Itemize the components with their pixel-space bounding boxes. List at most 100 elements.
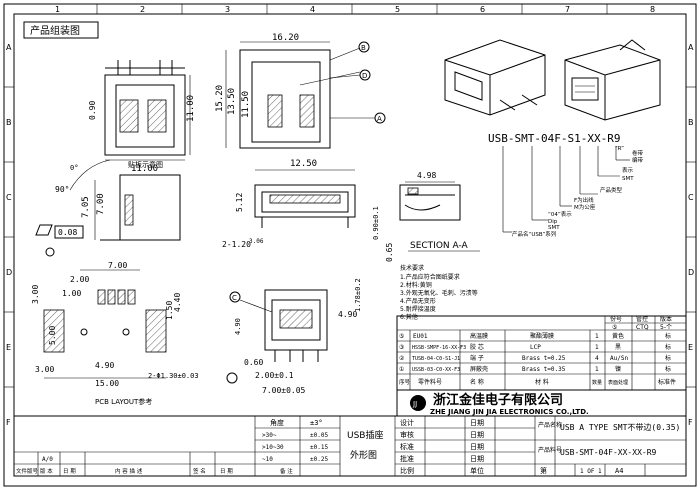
svg-text:4.产品无变形: 4.产品无变形 — [400, 297, 436, 305]
svg-text:Brass t=0.25: Brass t=0.25 — [522, 355, 566, 362]
svg-text:1.00: 1.00 — [62, 289, 81, 298]
svg-text:5.耐焊接温度: 5.耐焊接温度 — [400, 305, 436, 313]
svg-text:HSSB-SMPF-16-XX-F3: HSSB-SMPF-16-XX-F3 — [412, 345, 466, 351]
svg-text:F为出线: F为出线 — [574, 196, 594, 204]
inner-frame — [13, 13, 687, 477]
svg-text:C: C — [688, 193, 694, 202]
svg-text:产品料号: 产品料号 — [538, 446, 562, 454]
svg-text:B: B — [688, 118, 694, 127]
svg-text:设计: 设计 — [400, 418, 414, 427]
svg-text:编带: 编带 — [632, 156, 644, 164]
svg-text:>30~: >30~ — [262, 432, 277, 439]
svg-text:比例: 比例 — [400, 466, 414, 475]
side-view: 16.20 15.20 13.50 11.50 B D A — [215, 33, 386, 149]
svg-text:F: F — [688, 418, 693, 427]
svg-text:D: D — [688, 268, 694, 277]
svg-text:2-Φ1.30±0.03: 2-Φ1.30±0.03 — [148, 372, 199, 380]
svg-text:端 子: 端 子 — [470, 354, 484, 362]
svg-text:>10~30: >10~30 — [262, 444, 284, 451]
outer-frame — [3, 3, 697, 487]
svg-text:TUSB-04-C0-S1-J1: TUSB-04-C0-S1-J1 — [412, 356, 460, 362]
svg-text:PCB LAYOUT参考: PCB LAYOUT参考 — [95, 397, 152, 406]
title-block-text: 角度 ±3° >30~ ±0.05 >10~30 ±0.15 ~10 ±0.25… — [16, 418, 680, 475]
svg-text:产品类型: 产品类型 — [600, 186, 623, 194]
bottom-front-view: C 4.90 0.60 2.00±0.1 7.00±0.05 1.78±0.2 … — [226, 278, 362, 395]
svg-text:标准: 标准 — [400, 442, 414, 451]
svg-text:②: ② — [399, 355, 405, 362]
svg-text:标: 标 — [665, 343, 671, 351]
svg-text:~10: ~10 — [262, 456, 273, 463]
svg-text:产品名“USB”系列: 产品名“USB”系列 — [512, 230, 557, 238]
assembly-title-box — [23, 21, 99, 39]
title-block — [13, 415, 687, 477]
svg-text:1.78±0.2: 1.78±0.2 — [354, 278, 362, 312]
svg-text:11.00: 11.00 — [131, 164, 158, 174]
svg-text:2-1.20: 2-1.20 — [222, 240, 251, 249]
svg-text:技术要求: 技术要求 — [400, 264, 424, 272]
svg-text:2.00: 2.00 — [70, 275, 89, 284]
svg-text:±0.25: ±0.25 — [310, 456, 328, 463]
svg-text:份号: 份号 — [610, 315, 622, 323]
section-view: 4.98 SECTION A-A — [399, 171, 480, 252]
svg-text:黄色: 黄色 — [612, 332, 624, 340]
svg-text:7.00±0.05: 7.00±0.05 — [262, 386, 306, 395]
svg-text:USB-SMT-04F-XX-XX-R9: USB-SMT-04F-XX-XX-R9 — [560, 448, 657, 457]
svg-text:A: A — [688, 43, 694, 52]
bom-text: 份号 管控 版本 ⑤ CTQ 5-个 ⑤ EU01 高温膜 聚酯薄膜 1 黄色 … — [399, 315, 676, 386]
svg-text:15.20: 15.20 — [215, 85, 225, 112]
svg-text:高温膜: 高温膜 — [470, 332, 488, 340]
iso-view-1 — [444, 39, 546, 116]
svg-text:SMT: SMT — [548, 225, 560, 231]
svg-text:3.外观无氧化、毛刺、污渍等: 3.外观无氧化、毛刺、污渍等 — [400, 289, 478, 297]
svg-text:1: 1 — [595, 366, 599, 373]
svg-text:B: B — [361, 44, 366, 52]
svg-text:屏蔽壳: 屏蔽壳 — [470, 365, 488, 373]
code-leaders — [502, 146, 630, 233]
svg-text:⑤: ⑤ — [612, 324, 617, 331]
pcb-layout: 7.00 2.00 1.00 3.00 5.00 1.50 4.40 4.90 … — [31, 261, 199, 406]
svg-text:SECTION A-A: SECTION A-A — [410, 241, 469, 251]
svg-text:13.50: 13.50 — [227, 88, 237, 115]
svg-text:版本: 版本 — [660, 315, 672, 323]
svg-text:E: E — [688, 343, 693, 352]
svg-text:4: 4 — [310, 5, 315, 14]
svg-text:③: ③ — [399, 344, 404, 351]
svg-text:日期: 日期 — [470, 431, 484, 439]
svg-text:标: 标 — [665, 332, 671, 340]
svg-text:表示: 表示 — [622, 166, 634, 174]
svg-text:1: 1 — [55, 5, 60, 14]
svg-text:1.产品应符合图纸要求: 1.产品应符合图纸要求 — [400, 273, 460, 281]
svg-text:备 注: 备 注 — [280, 467, 293, 475]
svg-text:JJ: JJ — [412, 400, 417, 408]
svg-text:3.06: 3.06 — [249, 238, 264, 245]
svg-text:4.90: 4.90 — [338, 310, 357, 319]
svg-text:第: 第 — [540, 466, 547, 475]
svg-text:内 容 描 述: 内 容 描 述 — [115, 467, 143, 475]
svg-text:16.20: 16.20 — [272, 33, 299, 43]
grid-markers: 1 2 3 4 5 6 7 8 A B C D E F A B C D E F — [6, 5, 694, 427]
svg-text:C: C — [232, 294, 237, 302]
svg-text:1: 1 — [595, 344, 599, 351]
part-code: USB-SMT-04F-S1-XX-R9 — [488, 132, 620, 145]
svg-text:USSB-03-C0-XX-F3: USSB-03-C0-XX-F3 — [412, 367, 460, 373]
side-profile: 7.05 7.00 90° 0° 贴板示意图 0.08 — [35, 159, 181, 257]
svg-text:1 OF 1: 1 OF 1 — [580, 468, 602, 475]
grid-ticks — [4, 4, 696, 388]
svg-text:8: 8 — [650, 5, 655, 14]
front-view: 11.00 11.00 0.90 — [88, 60, 196, 174]
svg-text:15.00: 15.00 — [95, 379, 119, 388]
svg-text:CTQ: CTQ — [636, 324, 649, 331]
svg-text:序号: 序号 — [399, 378, 411, 386]
company-name-cn: 浙江金佳电子有限公司 — [433, 392, 563, 408]
svg-text:⑤: ⑤ — [399, 333, 404, 340]
svg-text:3: 3 — [225, 5, 230, 14]
svg-text:5.12: 5.12 — [235, 193, 244, 212]
svg-text:1: 1 — [595, 333, 599, 340]
svg-text:日期: 日期 — [470, 419, 484, 427]
svg-text:5: 5 — [395, 5, 400, 14]
assembly-title: 产品组装图 — [30, 24, 80, 37]
svg-text:零件料号: 零件料号 — [418, 378, 442, 386]
svg-text:7: 7 — [565, 5, 570, 14]
code-notes: 卷带 编带 “R” 表示 SMT 产品类型 F为出线 M为公座 “04”表示 D… — [512, 146, 644, 238]
svg-text:A: A — [377, 115, 382, 123]
